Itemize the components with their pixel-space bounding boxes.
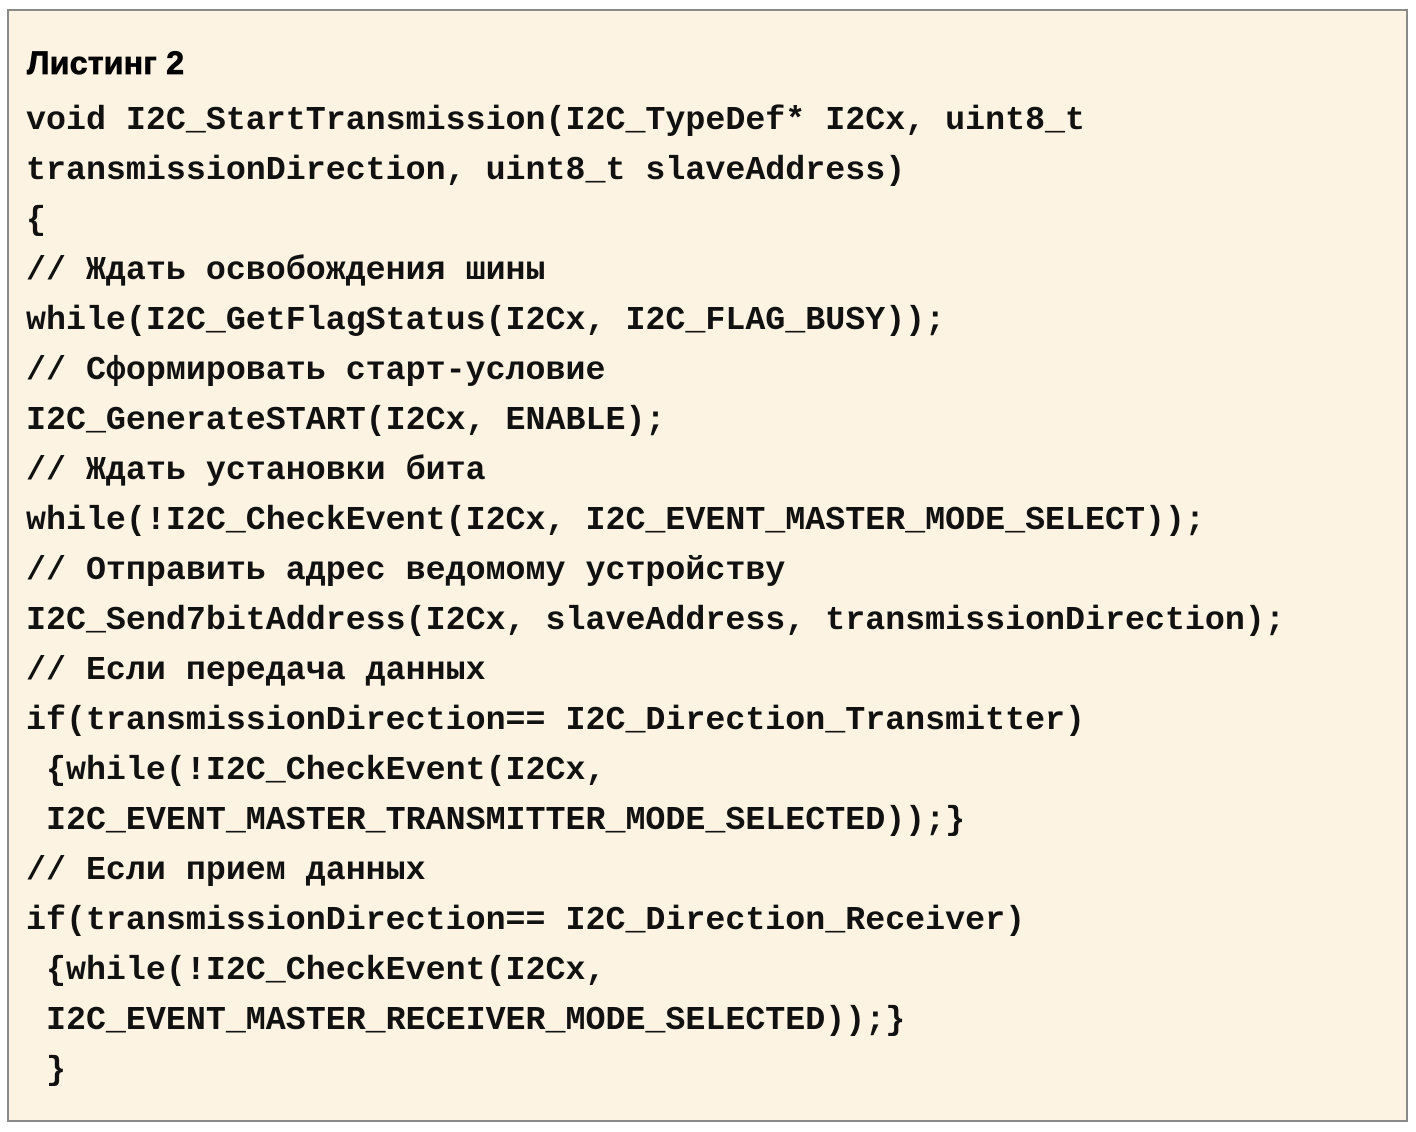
- listing-box: Листинг 2 void I2C_StartTransmission(I2C…: [7, 9, 1408, 1122]
- code-line: // Если передача данных: [26, 651, 486, 689]
- code-line: // Отправить адрес ведомому устройству: [26, 551, 786, 589]
- code-line: transmissionDirection, uint8_t slaveAddr…: [26, 151, 906, 189]
- code-line: I2C_EVENT_MASTER_TRANSMITTER_MODE_SELECT…: [26, 801, 966, 839]
- code-line: // Сформировать старт-условие: [26, 351, 606, 389]
- code-line: while(I2C_GetFlagStatus(I2Cx, I2C_FLAG_B…: [26, 301, 946, 339]
- code-line: }: [26, 1051, 66, 1089]
- code-line: // Если прием данных: [26, 851, 426, 889]
- code-line: I2C_Send7bitAddress(I2Cx, slaveAddress, …: [26, 601, 1285, 639]
- code-line: I2C_EVENT_MASTER_RECEIVER_MODE_SELECTED)…: [26, 1001, 906, 1039]
- code-line: // Ждать установки бита: [26, 451, 486, 489]
- code-line: {while(!I2C_CheckEvent(I2Cx,: [26, 751, 606, 789]
- code-line: if(transmissionDirection== I2C_Direction…: [26, 701, 1086, 739]
- code-line: I2C_GenerateSTART(I2Cx, ENABLE);: [26, 401, 666, 439]
- code-line: while(!I2C_CheckEvent(I2Cx, I2C_EVENT_MA…: [26, 501, 1205, 539]
- code-line: {: [26, 201, 46, 239]
- code-line: // Ждать освобождения шины: [26, 251, 546, 289]
- code-line: {while(!I2C_CheckEvent(I2Cx,: [26, 951, 606, 989]
- listing-title: Листинг 2: [27, 45, 185, 82]
- code-line: if(transmissionDirection== I2C_Direction…: [26, 901, 1026, 939]
- code-block: void I2C_StartTransmission(I2C_TypeDef* …: [26, 95, 1285, 1095]
- code-line: void I2C_StartTransmission(I2C_TypeDef* …: [26, 101, 1086, 139]
